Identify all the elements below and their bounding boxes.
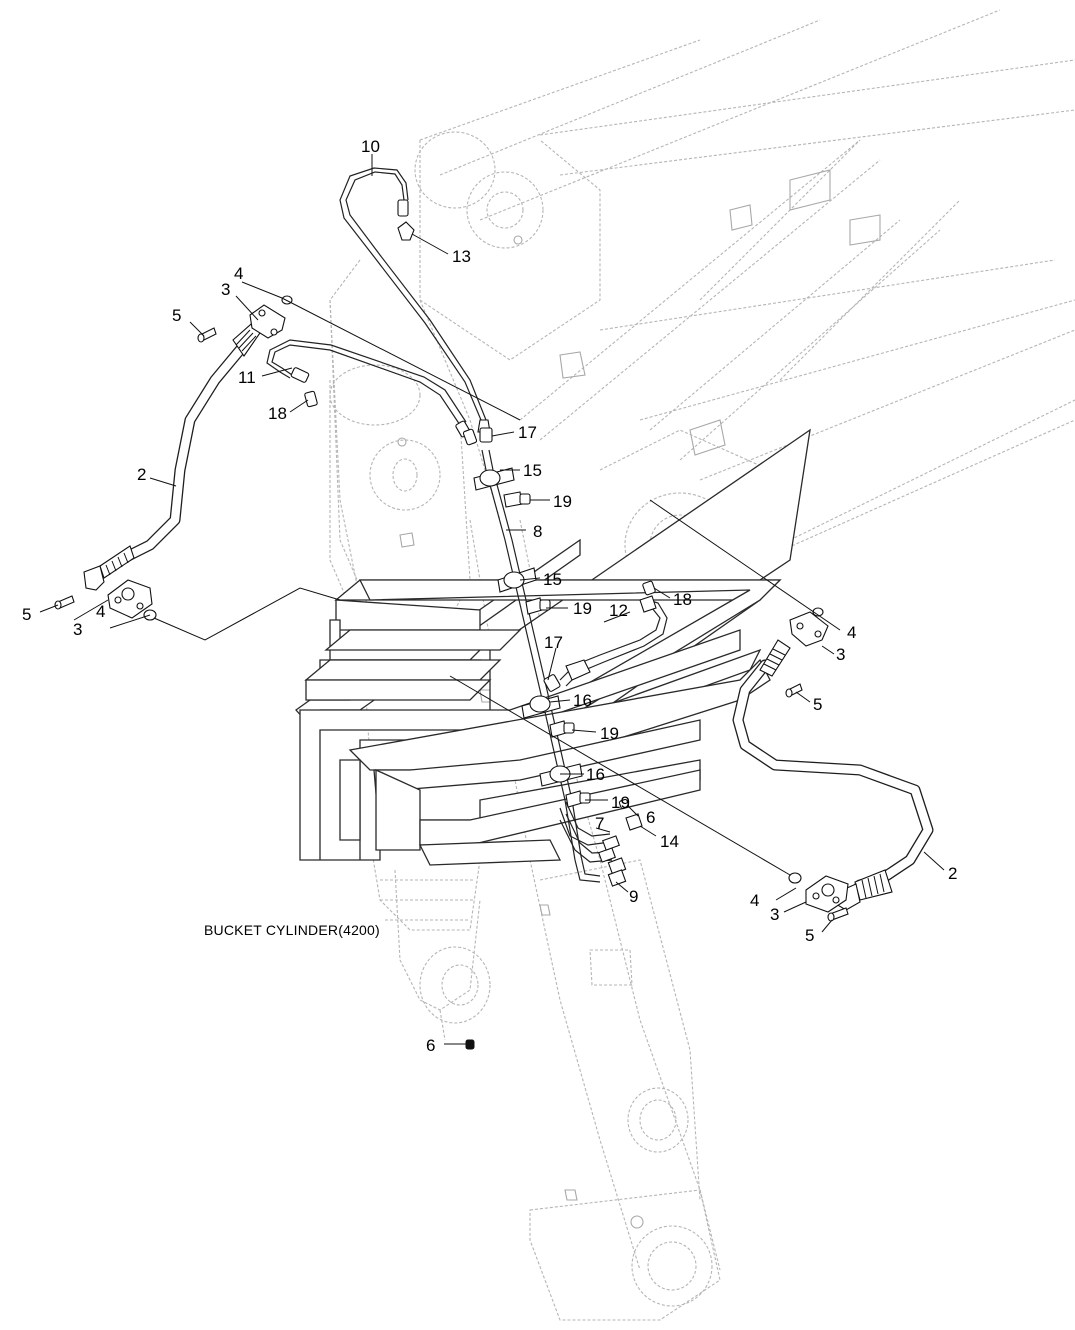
callout-5: 5 bbox=[172, 306, 181, 325]
callout-17: 17 bbox=[544, 633, 563, 652]
bolts-5 bbox=[54, 327, 849, 922]
callout-8: 8 bbox=[533, 522, 542, 541]
callout-15: 15 bbox=[523, 461, 542, 480]
adapter-14 bbox=[625, 813, 643, 831]
callout-3: 3 bbox=[836, 645, 845, 664]
flange-3-left-bottom bbox=[107, 579, 153, 619]
clamps-15 bbox=[473, 467, 537, 593]
callout-3: 3 bbox=[73, 620, 82, 639]
hose-2-right-upper-ferrule bbox=[759, 639, 791, 677]
callout-labels: 10 13 4 3 5 11 18 17 15 19 8 2 15 18 4 1… bbox=[22, 137, 957, 1055]
callout-4: 4 bbox=[847, 623, 856, 642]
flex-hose-2-left[interactable] bbox=[83, 317, 263, 591]
callout-7: 7 bbox=[595, 814, 604, 833]
callout-4: 4 bbox=[234, 264, 243, 283]
callout-17: 17 bbox=[518, 423, 537, 442]
hose-11[interactable] bbox=[266, 339, 471, 438]
callout-16: 16 bbox=[586, 765, 605, 784]
flange-3-right-bottom bbox=[805, 875, 849, 913]
hose-12[interactable] bbox=[559, 595, 668, 687]
callout-9: 9 bbox=[629, 887, 638, 906]
callout-6: 6 bbox=[646, 808, 655, 827]
callout-14: 14 bbox=[660, 832, 679, 851]
callout-5: 5 bbox=[805, 926, 814, 945]
callout-12: 12 bbox=[609, 601, 628, 620]
callout-10: 10 bbox=[361, 137, 380, 156]
callout-5: 5 bbox=[813, 695, 822, 714]
callout-18: 18 bbox=[673, 590, 692, 609]
callout-15: 15 bbox=[543, 570, 562, 589]
leader-lines bbox=[39, 154, 945, 1045]
callout-19: 19 bbox=[553, 492, 572, 511]
callout-2: 2 bbox=[948, 864, 957, 883]
callout-3: 3 bbox=[221, 280, 230, 299]
callout-6: 6 bbox=[426, 1036, 435, 1055]
elbow-13 bbox=[397, 221, 415, 241]
pipe-end-fittings[interactable] bbox=[598, 835, 627, 887]
bracket-panels bbox=[295, 428, 811, 866]
steel-pipe-9[interactable] bbox=[559, 801, 613, 863]
hose-2-left-lower-ferrule bbox=[83, 545, 135, 591]
callout-4: 4 bbox=[96, 602, 105, 621]
callout-2: 2 bbox=[137, 465, 146, 484]
diagram-caption: BUCKET CYLINDER(4200) bbox=[204, 922, 380, 938]
callout-19: 19 bbox=[600, 724, 619, 743]
callout-19: 19 bbox=[573, 599, 592, 618]
callout-13: 13 bbox=[452, 247, 471, 266]
flange-3-right-top bbox=[789, 611, 829, 647]
callout-4: 4 bbox=[750, 891, 759, 910]
plug-6 bbox=[465, 798, 630, 1050]
callout-19: 19 bbox=[611, 793, 630, 812]
flex-hose-2-right[interactable] bbox=[732, 639, 934, 911]
callout-5: 5 bbox=[22, 605, 31, 624]
callout-3: 3 bbox=[770, 905, 779, 924]
callout-16: 16 bbox=[573, 691, 592, 710]
flange-3-left-top bbox=[249, 304, 286, 339]
callout-11: 11 bbox=[238, 368, 256, 387]
callout-18: 18 bbox=[268, 404, 287, 423]
